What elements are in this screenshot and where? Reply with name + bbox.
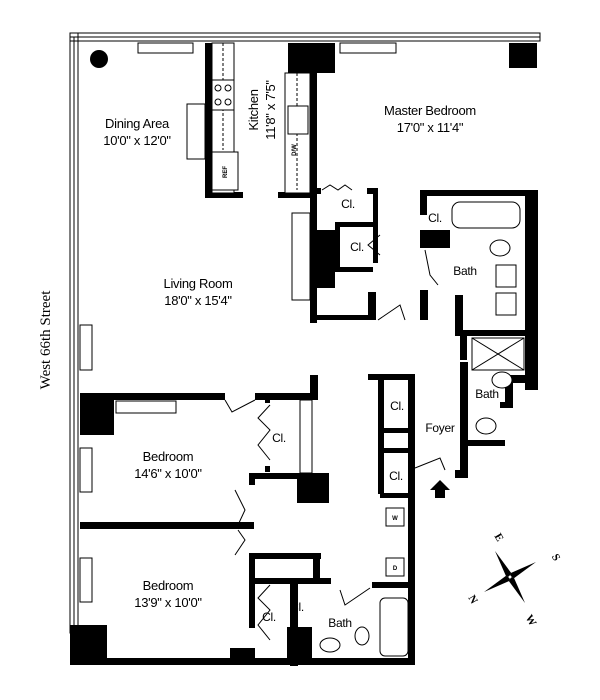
compass-n: N <box>465 593 479 606</box>
closet-label: Cl. <box>290 600 304 614</box>
dining-area-size: 10'0" x 12'0" <box>103 133 171 148</box>
closet-label: Cl. <box>350 240 364 254</box>
sink-master-2 <box>495 292 517 316</box>
foyer-label: Foyer <box>425 421 454 435</box>
bedroom1-size: 14'6" x 10'0" <box>134 466 202 481</box>
bedroom-bath-label: Bath <box>328 616 352 630</box>
washer <box>385 507 405 527</box>
kitchen-name: Kitchen <box>246 89 261 130</box>
sink-bedroom <box>319 637 341 653</box>
hall-bath-label: Bath <box>475 387 499 401</box>
street-label: West 66th Street <box>38 290 54 390</box>
dining-area-name: Dining Area <box>105 116 170 131</box>
stove <box>211 79 235 111</box>
bedroom2-size: 13'9" x 10'0" <box>134 595 202 610</box>
closet-label: Cl. <box>390 399 404 413</box>
kitchen-size: 11'8" x 7'5" <box>263 80 278 140</box>
compass-s: S <box>549 552 562 563</box>
bathtub-master <box>451 201 521 229</box>
compass-e: E <box>492 531 506 543</box>
master-bedroom-name: Master Bedroom <box>384 103 476 118</box>
closet-labels: Cl. Cl. Cl. Cl. Cl. Cl. Cl. Cl. <box>262 197 442 624</box>
compass-rose-icon: E S N W <box>465 531 562 628</box>
closet-label: Cl. <box>341 197 355 211</box>
toilet-bedroom <box>354 626 370 646</box>
dishwasher-label: D/W <box>292 144 298 156</box>
doors <box>224 184 446 641</box>
dryer <box>385 557 405 577</box>
bedroom2-name: Bedroom <box>143 578 194 593</box>
sink-hall <box>475 417 497 435</box>
closet-label: Cl. <box>428 211 442 225</box>
closet-label: Cl. <box>272 431 286 445</box>
sink <box>287 105 309 135</box>
master-bath-label: Bath <box>453 264 477 278</box>
closet-label: Cl. <box>389 469 403 483</box>
living-room-name: Living Room <box>164 276 233 291</box>
entry-arrow-icon <box>430 480 450 498</box>
ref-label: REF <box>223 166 229 178</box>
exterior-window-walls <box>69 32 541 634</box>
living-room-size: 18'0" x 15'4" <box>164 293 232 308</box>
window-sills <box>79 42 397 603</box>
bedroom1-name: Bedroom <box>143 449 194 464</box>
dryer-label: D <box>393 566 398 572</box>
toilet-hall <box>491 371 513 389</box>
compass-w: W <box>523 613 539 629</box>
column <box>90 50 108 68</box>
bath-fixtures: W D <box>319 201 525 657</box>
kitchen-counters: REF D/W <box>211 42 311 194</box>
refrigerator <box>211 151 239 191</box>
closet-label: Cl. <box>262 610 276 624</box>
toilet-master <box>489 239 511 257</box>
sink-master-1 <box>495 264 517 288</box>
bathtub-bedroom <box>379 597 409 657</box>
washer-label: W <box>392 516 398 522</box>
walls <box>70 43 538 666</box>
master-bedroom-size: 17'0" x 11'4" <box>397 120 464 135</box>
